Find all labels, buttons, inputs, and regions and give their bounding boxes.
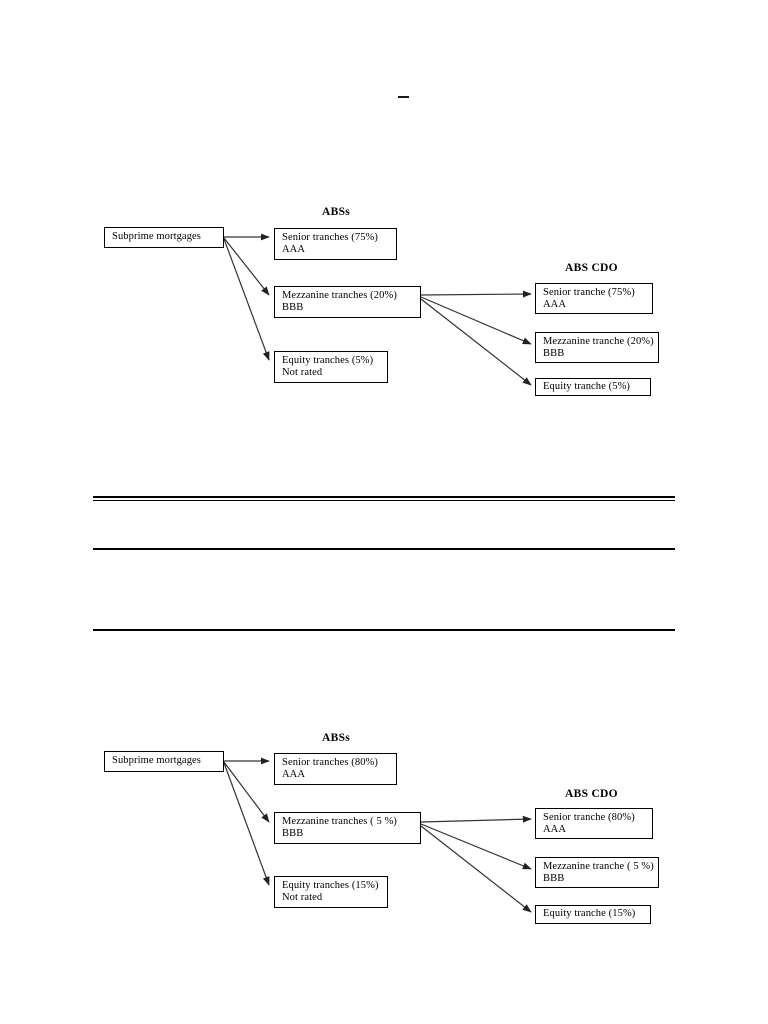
source-box-subprime-mortgages-2: Subprime mortgages [104,751,224,772]
cdo-senior-line1: Senior tranche (75%) [543,287,635,298]
cdo-tranche-equity: Equity tranche (5%) [535,378,651,396]
abs-mezzanine-line2: BBB [282,302,304,314]
cdo-equity-line1: Equity tranche (5%) [543,380,631,392]
cdo-group-title-2: ABS CDO [565,788,618,800]
arrow2-source-to-abs-equity [223,762,270,886]
abs-tranche-mezzanine-2: Mezzanine tranches ( 5 %) BBB [274,812,421,844]
top-dash-mark [398,96,409,98]
arrow2-mezz-to-cdo-mezzanine [420,823,532,870]
horizontal-rule-top-thin [93,500,675,501]
abs-group-title: ABSs [322,206,351,218]
source-box-subprime-mortgages: Subprime mortgages [104,227,224,248]
abs-senior-line2: AAA [282,244,306,256]
abs-tranche-equity: Equity tranches (5%) Not rated [274,351,388,383]
arrow-mezz-to-cdo-senior [420,290,532,298]
abs-senior-line1-2: Senior tranches (80%) [282,757,378,768]
arrow-source-to-abs-equity [223,238,270,361]
cdo-senior-line2-2: AAA [543,824,567,836]
cdo-group-title: ABS CDO [565,262,618,274]
abs-mezzanine-line1-2: Mezzanine tranches ( 5 %) [282,816,398,827]
arrow2-mezz-to-cdo-equity [420,825,532,913]
cdo-tranche-mezzanine-2: Mezzanine tranche ( 5 %) BBB [535,857,659,888]
abs-tranche-senior: Senior tranches (75%) AAA [274,228,397,260]
arrow-source-to-abs-mezzanine [223,237,270,296]
abs-tranche-equity-2: Equity tranches (15%) Not rated [274,876,388,908]
cdo-mezzanine-line1-2: Mezzanine tranche ( 5 %) [543,861,654,872]
abs-equity-line1-2: Equity tranches (15%) [282,880,379,891]
cdo-tranche-senior-2: Senior tranche (80%) AAA [535,808,653,839]
horizontal-rule-middle [93,548,675,550]
abs-equity-line2-2: Not rated [282,892,323,904]
cdo-mezzanine-line2: BBB [543,348,565,360]
cdo-tranche-equity-2: Equity tranche (15%) [535,905,651,924]
abs-tranche-senior-2: Senior tranches (80%) AAA [274,753,397,785]
horizontal-rule-top-thick [93,496,675,498]
abs-group-title-2: ABSs [322,732,351,744]
arrow2-mezz-to-cdo-senior [420,815,532,823]
horizontal-rule-bottom [93,629,675,631]
abs-equity-line2: Not rated [282,367,323,379]
diagram-top-arrows [223,233,532,386]
cdo-equity-line1-2: Equity tranche (15%) [543,908,636,920]
source-label-2: Subprime mortgages [112,755,201,767]
cdo-senior-line2: AAA [543,299,567,311]
arrow-mezz-to-cdo-mezzanine [420,296,532,345]
abs-equity-line1: Equity tranches (5%) [282,355,374,366]
cdo-senior-line1-2: Senior tranche (80%) [543,812,635,823]
abs-senior-line2-2: AAA [282,769,306,781]
cdo-mezzanine-line2-2: BBB [543,873,565,885]
abs-mezzanine-line1: Mezzanine tranches (20%) [282,290,397,301]
cdo-mezzanine-line1: Mezzanine tranche (20%) [543,336,654,347]
source-label: Subprime mortgages [112,231,201,243]
abs-senior-line1: Senior tranches (75%) [282,232,378,243]
abs-mezzanine-line2-2: BBB [282,828,304,840]
cdo-tranche-mezzanine: Mezzanine tranche (20%) BBB [535,332,659,363]
cdo-tranche-senior: Senior tranche (75%) AAA [535,283,653,314]
arrow2-source-to-abs-mezzanine [223,761,270,823]
abs-tranche-mezzanine: Mezzanine tranches (20%) BBB [274,286,421,318]
arrow-mezz-to-cdo-equity [420,298,532,386]
